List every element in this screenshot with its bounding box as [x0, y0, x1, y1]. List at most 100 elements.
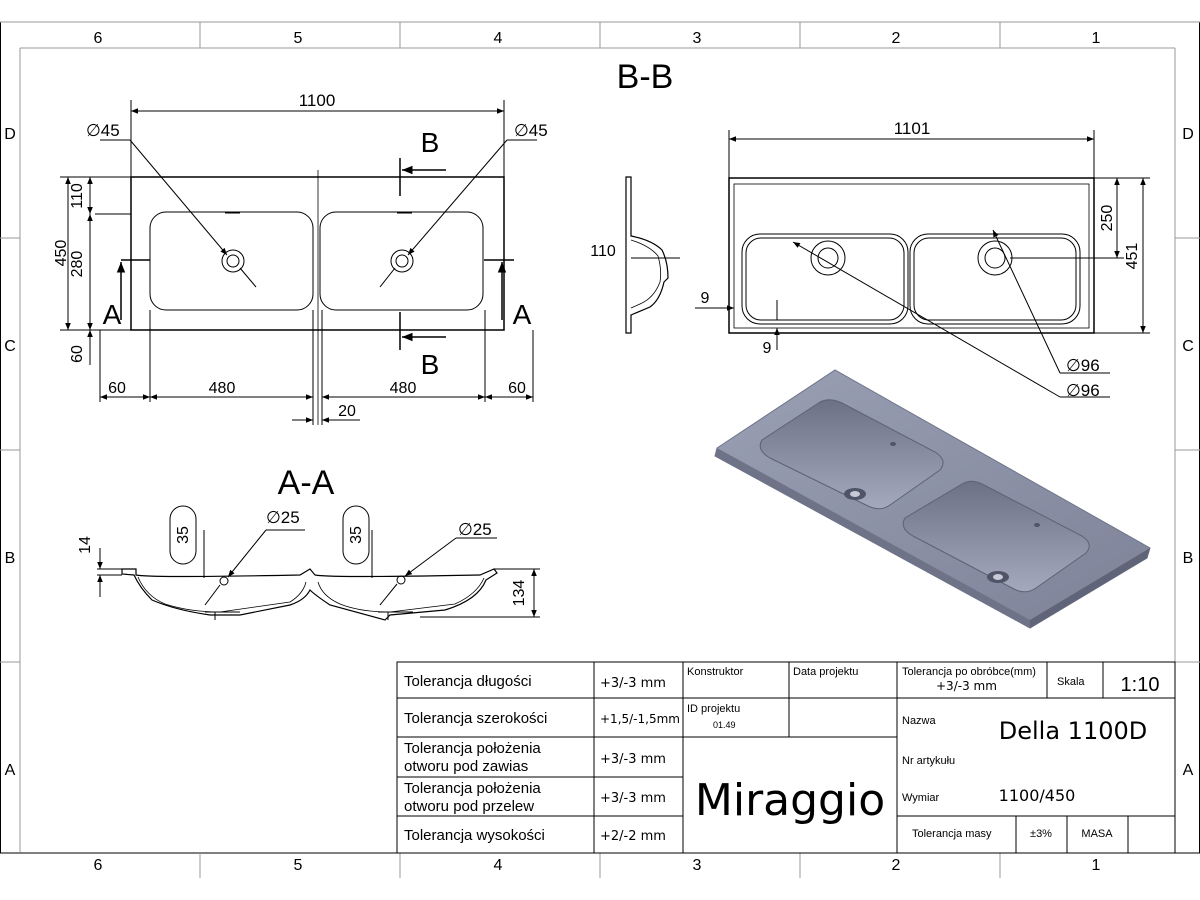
dim-110-left: 110 [69, 183, 86, 209]
tol-hinge-value: +3/-3 mm [600, 752, 666, 767]
tol-masy-label: Tolerancja masy [912, 828, 992, 840]
dim-35-left: 35 [175, 526, 192, 544]
zone-row-a-left: A [5, 762, 16, 779]
tol-overflow-label-1: Tolerancja położenia [404, 780, 541, 797]
sink-3d-bowl-left [759, 399, 944, 510]
dim-480-left: 480 [209, 380, 236, 397]
zone-row-a-right: A [1183, 762, 1194, 779]
zone-col-6-bottom: 6 [94, 857, 103, 874]
section-a-right-label: A [513, 299, 532, 330]
bottom-view-outline [728, 177, 1095, 334]
brand-logo-text: Miraggio [695, 775, 885, 826]
bottom-view-bowl-left [741, 233, 909, 325]
dim-60-vertical: 60 [69, 345, 86, 363]
dim-diameter-96-a: ∅96 [1066, 356, 1100, 375]
zone-col-4-bottom: 4 [494, 857, 503, 874]
zone-col-1-bottom: 1 [1092, 857, 1101, 874]
dim-250: 250 [1099, 205, 1116, 232]
dim-60-bottom-left: 60 [108, 380, 126, 397]
dim-diameter-25-right: ∅25 [458, 520, 492, 539]
section-aa: A-A 35 35 ∅25 ∅25 14 1 [77, 464, 540, 621]
top-view-outline [130, 176, 505, 331]
sink-3d-bowl-right [902, 480, 1090, 593]
dim-134: 134 [511, 580, 528, 607]
section-bb-dim-110: 110 [590, 243, 616, 260]
nazwa-label: Nazwa [902, 715, 937, 727]
masa-label: MASA [1081, 828, 1113, 840]
dim-diameter-45-left: ∅45 [86, 121, 120, 140]
tol-hinge-label-1: Tolerancja położenia [404, 740, 541, 757]
dim-9-bottom: 9 [763, 340, 772, 357]
sink-3d-overflow-right [1034, 523, 1040, 527]
tol-width-value: +1,5/-1,5mm [600, 712, 680, 726]
top-view: 1100 ∅45 ∅45 450 110 280 60 A A B B [53, 91, 548, 425]
section-aa-profile [121, 568, 498, 621]
tol-length-label: Tolerancja długości [404, 673, 532, 690]
bottom-view-drain-left [810, 240, 846, 276]
section-aa-slot-right [342, 505, 370, 565]
dim-9-side: 9 [701, 290, 710, 307]
section-bb-profile [625, 176, 669, 334]
dim-14: 14 [77, 536, 94, 554]
zone-col-2-top: 2 [892, 30, 901, 47]
sink-3d-render [714, 369, 1151, 629]
title-block: Tolerancja długości +3/-3 mm Tolerancja … [396, 661, 1176, 854]
zone-row-b-left: B [5, 550, 16, 567]
tol-overflow-value: +3/-3 mm [600, 791, 666, 806]
zone-row-b-right: B [1183, 550, 1194, 567]
dim-451: 451 [1124, 243, 1141, 270]
section-b-bottom-label: B [421, 349, 440, 380]
tol-length-value: +3/-3 mm [600, 676, 666, 691]
zone-col-1-top: 1 [1092, 30, 1101, 47]
section-aa-hole-right [396, 575, 406, 585]
top-view-bowl-right [319, 211, 484, 311]
dim-35-right: 35 [348, 526, 365, 544]
section-b-top-label: B [421, 127, 440, 158]
section-a-left-label: A [103, 299, 122, 330]
top-view-bowl-left [149, 211, 314, 311]
tol-overflow-label-2: otworu pod przelew [404, 798, 534, 815]
zone-col-3-bottom: 3 [693, 857, 702, 874]
tol-width-label: Tolerancja szerokości [404, 710, 547, 727]
top-view-drain-right [390, 249, 414, 273]
dim-20: 20 [338, 403, 356, 420]
dim-diameter-45-right: ∅45 [514, 121, 548, 140]
wymiar-value: 1100/450 [999, 786, 1076, 805]
bottom-view: 1101 250 451 9 9 ∅96 ∅96 [695, 119, 1150, 400]
zone-col-5-bottom: 5 [294, 857, 303, 874]
top-view-drain-left [221, 249, 245, 273]
dim-280: 280 [69, 251, 86, 278]
data-projektu-label: Data projektu [793, 666, 858, 678]
sink-3d-overflow-left [890, 442, 896, 446]
tol-hinge-label-2: otworu pod zawias [404, 758, 528, 775]
konstruktor-label: Konstruktor [687, 666, 744, 678]
tol-masy-value: ±3% [1030, 828, 1052, 840]
tol-obrobce-label: Tolerancja po obróbce(mm) [902, 666, 1036, 678]
section-bb-title: B-B [617, 58, 674, 96]
dim-480-right: 480 [390, 380, 417, 397]
section-aa-title: A-A [278, 464, 335, 502]
zone-col-5-top: 5 [294, 30, 303, 47]
zone-row-c-left: C [4, 338, 16, 355]
bottom-view-drain-right [977, 240, 1013, 276]
id-projektu-label: ID projektu [687, 703, 740, 715]
zone-row-d-right: D [1182, 126, 1194, 143]
dim-diameter-96-b: ∅96 [1066, 381, 1100, 400]
zone-row-c-right: C [1182, 338, 1194, 355]
dim-1100: 1100 [299, 91, 336, 110]
dim-450: 450 [53, 240, 70, 267]
dim-60-bottom-right: 60 [508, 380, 526, 397]
dim-diameter-25-left: ∅25 [266, 508, 300, 527]
id-projektu-value: 01.49 [713, 720, 736, 730]
zone-col-2-bottom: 2 [892, 857, 901, 874]
section-bb: B-B 110 [590, 58, 680, 334]
zone-row-d-left: D [4, 126, 16, 143]
zone-col-4-top: 4 [494, 30, 503, 47]
dim-1101: 1101 [894, 119, 931, 138]
zone-col-3-top: 3 [693, 30, 702, 47]
tol-height-label: Tolerancja wysokości [404, 827, 545, 844]
tol-obrobce-value: +3/-3 mm [936, 679, 997, 693]
wymiar-label: Wymiar [902, 792, 940, 804]
nr-artykulu-label: Nr artykułu [902, 755, 955, 767]
